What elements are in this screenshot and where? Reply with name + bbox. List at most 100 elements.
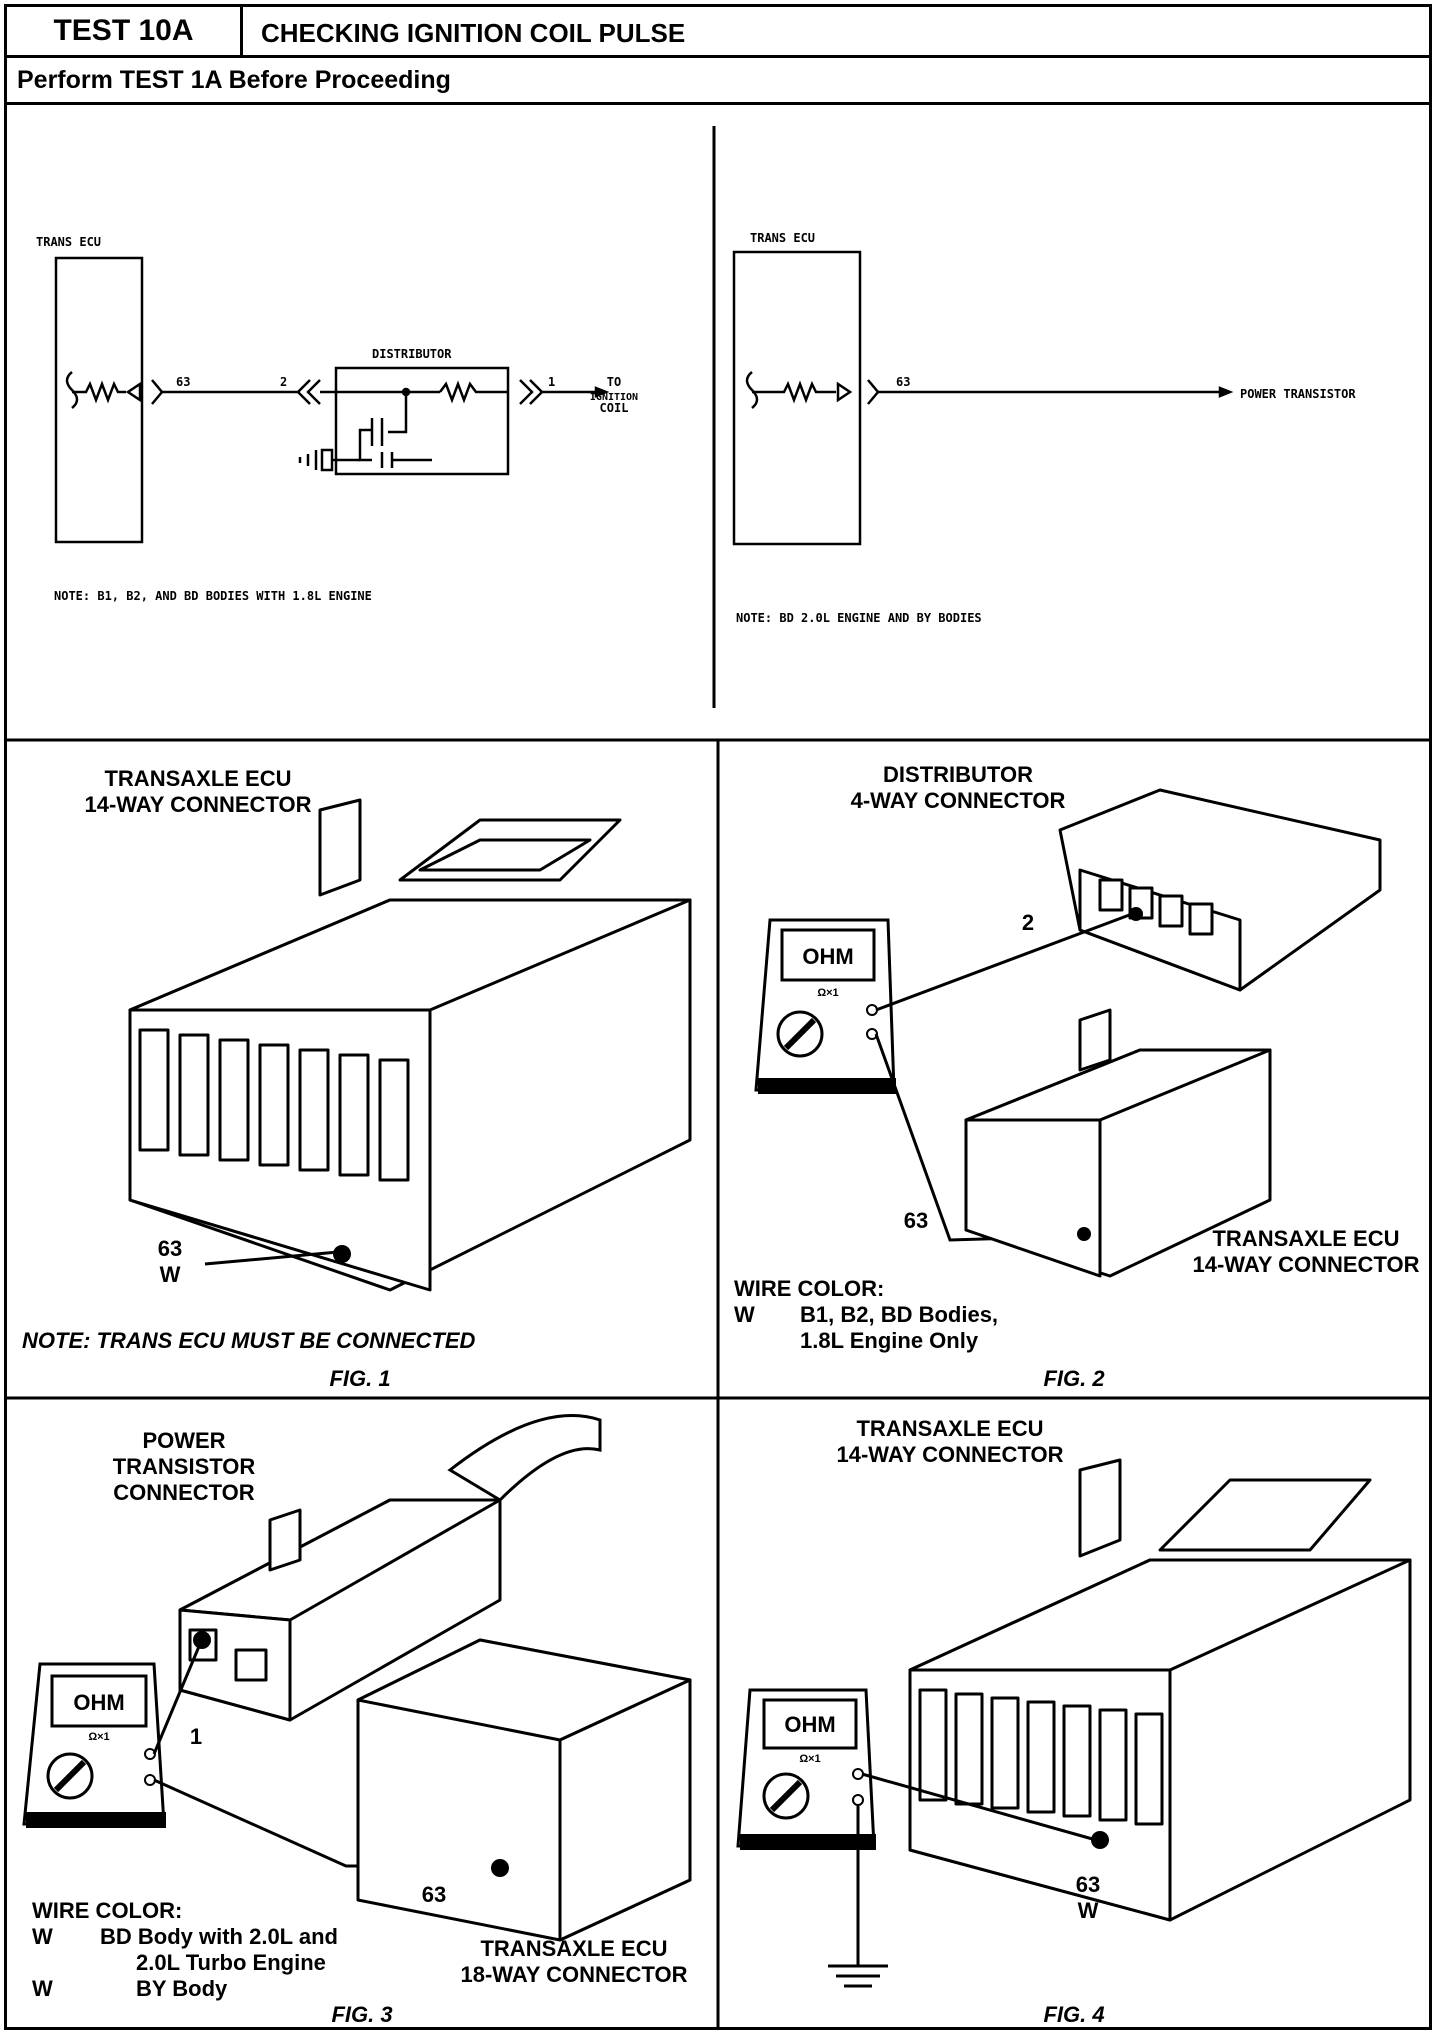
fig2-ecu-front bbox=[964, 1118, 1102, 1278]
fig2-meter-display bbox=[780, 928, 876, 982]
fig2-dist-cavity bbox=[1188, 902, 1214, 936]
left-ecu-resistor bbox=[72, 380, 126, 404]
fig4-latch bbox=[1158, 1478, 1372, 1552]
power-transistor-label: POWER TRANSISTOR bbox=[1240, 387, 1356, 401]
fig1-pin-63-dot bbox=[333, 1245, 351, 1263]
fig3-ecu-side bbox=[558, 1678, 692, 1942]
fig3-meter-range: Ω×1 bbox=[88, 1731, 109, 1743]
fig1-cavity bbox=[338, 1053, 370, 1177]
left-note: NOTE: B1, B2, AND BD BODIES WITH 1.8L EN… bbox=[54, 589, 372, 603]
fig1-caption: FIG. 1 bbox=[329, 1366, 390, 1391]
left-pin-63: 63 bbox=[176, 375, 190, 389]
fig4-cavity bbox=[918, 1688, 948, 1802]
fig3-ecu-1: TRANSAXLE ECU bbox=[480, 1936, 667, 1961]
fig3-pt-post bbox=[268, 1508, 302, 1572]
fig2-meter-range: Ω×1 bbox=[817, 987, 838, 999]
fig4-cavities bbox=[918, 1688, 1164, 1826]
fig3-dial-pointer bbox=[53, 1759, 87, 1793]
fig4-dial-pointer bbox=[769, 1779, 803, 1813]
fig4-latch-post bbox=[1078, 1458, 1122, 1558]
title-row: TEST 10A CHECKING IGNITION COIL PULSE bbox=[7, 7, 1429, 58]
left-connector-2b bbox=[306, 379, 321, 405]
right-ecu-arc bbox=[745, 371, 759, 409]
fig3-title-2: TRANSISTOR bbox=[113, 1454, 256, 1479]
fig1-pin: 63 bbox=[158, 1236, 182, 1261]
fig4-cavity bbox=[1062, 1704, 1092, 1818]
fig3-desc1-1: BD Body with 2.0L and bbox=[100, 1924, 338, 1949]
fig2-pin-63: 63 bbox=[904, 1208, 928, 1233]
fig3-ecu-connector bbox=[356, 1638, 692, 1942]
fig3: POWER TRANSISTOR CONNECTOR 1 OHM Ω×1 bbox=[22, 1414, 692, 2027]
fig1-title-2: 14-WAY CONNECTOR bbox=[85, 792, 312, 817]
fig2-title-1: DISTRIBUTOR bbox=[883, 762, 1033, 787]
fig4-title-2: 14-WAY CONNECTOR bbox=[837, 1442, 1064, 1467]
fig2-wire-desc-1: B1, B2, BD Bodies, bbox=[800, 1302, 998, 1327]
distributor-label: DISTRIBUTOR bbox=[372, 347, 452, 361]
ground-icon bbox=[828, 1964, 888, 1988]
fig3-wire-color: WIRE COLOR: bbox=[32, 1898, 182, 1923]
ground-block bbox=[320, 448, 334, 472]
left-pin-1: 1 bbox=[548, 375, 555, 389]
fig3-lead-1 bbox=[152, 1643, 202, 1755]
schematic-right: TRANS ECU 63 POWER TRANSISTOR NOTE: BD 2… bbox=[732, 231, 1356, 625]
fig2-ecu-connector bbox=[964, 1008, 1272, 1278]
fig4-meter-label: OHM bbox=[784, 1712, 835, 1737]
fig4-jack-2 bbox=[852, 1794, 864, 1806]
perform-row: Perform TEST 1A Before Proceeding bbox=[7, 58, 1429, 105]
right-ecu-arrow bbox=[836, 381, 853, 403]
fig4-wire: W bbox=[1078, 1898, 1099, 1923]
fig2-wire-desc-2: 1.8L Engine Only bbox=[800, 1328, 979, 1353]
fig4-cavity bbox=[954, 1692, 984, 1806]
test-id: TEST 10A bbox=[7, 7, 243, 55]
left-ecu-arc bbox=[65, 371, 79, 409]
fig2-pin-2: 2 bbox=[1022, 910, 1034, 935]
fig2-wire-color: WIRE COLOR: bbox=[734, 1276, 884, 1301]
perform-instruction: Perform TEST 1A Before Proceeding bbox=[17, 66, 451, 94]
right-connector-1a bbox=[519, 379, 534, 405]
power-transistor-arrow bbox=[1218, 386, 1234, 398]
distributor-box bbox=[334, 366, 510, 476]
fig4-jack-1 bbox=[852, 1768, 864, 1780]
fig3-pin-1-dot bbox=[193, 1631, 211, 1649]
fig2-ecu-1: TRANSAXLE ECU bbox=[1212, 1226, 1399, 1251]
fig4-cavity bbox=[1134, 1712, 1164, 1826]
left-ecu-box bbox=[54, 256, 144, 544]
fig3-meter-display bbox=[50, 1674, 148, 1728]
fig1-probe-wire bbox=[204, 1250, 339, 1266]
fig3-meter-base bbox=[26, 1812, 166, 1828]
fig1-connector bbox=[128, 798, 692, 1292]
test-title: CHECKING IGNITION COIL PULSE bbox=[261, 18, 686, 48]
right-ecu-resistor bbox=[752, 380, 836, 404]
fig4-cavity bbox=[1026, 1700, 1056, 1814]
fig1-cavity bbox=[378, 1058, 410, 1182]
right-connector-63 bbox=[867, 379, 880, 405]
fig3-ohmmeter: OHM Ω×1 bbox=[22, 1662, 166, 1828]
fig2-meter-base bbox=[758, 1078, 896, 1094]
fig3-meter-label: OHM bbox=[73, 1690, 124, 1715]
left-connector-2a bbox=[296, 379, 311, 405]
fig3-ecu-2: 18-WAY CONNECTOR bbox=[461, 1962, 688, 1987]
fig4-caption: FIG. 4 bbox=[1043, 2002, 1104, 2027]
fig2-w: W bbox=[734, 1302, 755, 1327]
fig2-dist-cavity bbox=[1158, 894, 1184, 928]
fig2-dist-cavity bbox=[1098, 878, 1124, 912]
left-pin-2: 2 bbox=[280, 375, 287, 389]
right-ecu-label: TRANS ECU bbox=[750, 231, 815, 245]
schematic-left: TRANS ECU 63 2 DISTRIBUTOR 1 TO bbox=[36, 235, 638, 603]
fig4-title-1: TRANSAXLE ECU bbox=[856, 1416, 1043, 1441]
fig4-meter-display bbox=[762, 1698, 858, 1750]
fig1-note: NOTE: TRANS ECU MUST BE CONNECTED bbox=[22, 1328, 476, 1353]
fig2-jack-2 bbox=[866, 1028, 878, 1040]
fig3-jack-2 bbox=[144, 1774, 156, 1786]
to-label-2: IGNITION bbox=[590, 392, 638, 403]
fig3-pin-1: 1 bbox=[190, 1724, 202, 1749]
fig4-pin: 63 bbox=[1076, 1872, 1100, 1897]
fig4-cavity bbox=[990, 1696, 1020, 1810]
fig2-caption: FIG. 2 bbox=[1043, 1366, 1105, 1391]
fig4: TRANSAXLE ECU 14-WAY CONNECTOR 63 W bbox=[736, 1416, 1412, 2027]
transistor-emitter bbox=[358, 428, 372, 462]
fig1-title-1: TRANSAXLE ECU bbox=[104, 766, 291, 791]
to-label-1: TO bbox=[607, 375, 621, 389]
fig4-lead-1 bbox=[861, 1772, 1097, 1842]
